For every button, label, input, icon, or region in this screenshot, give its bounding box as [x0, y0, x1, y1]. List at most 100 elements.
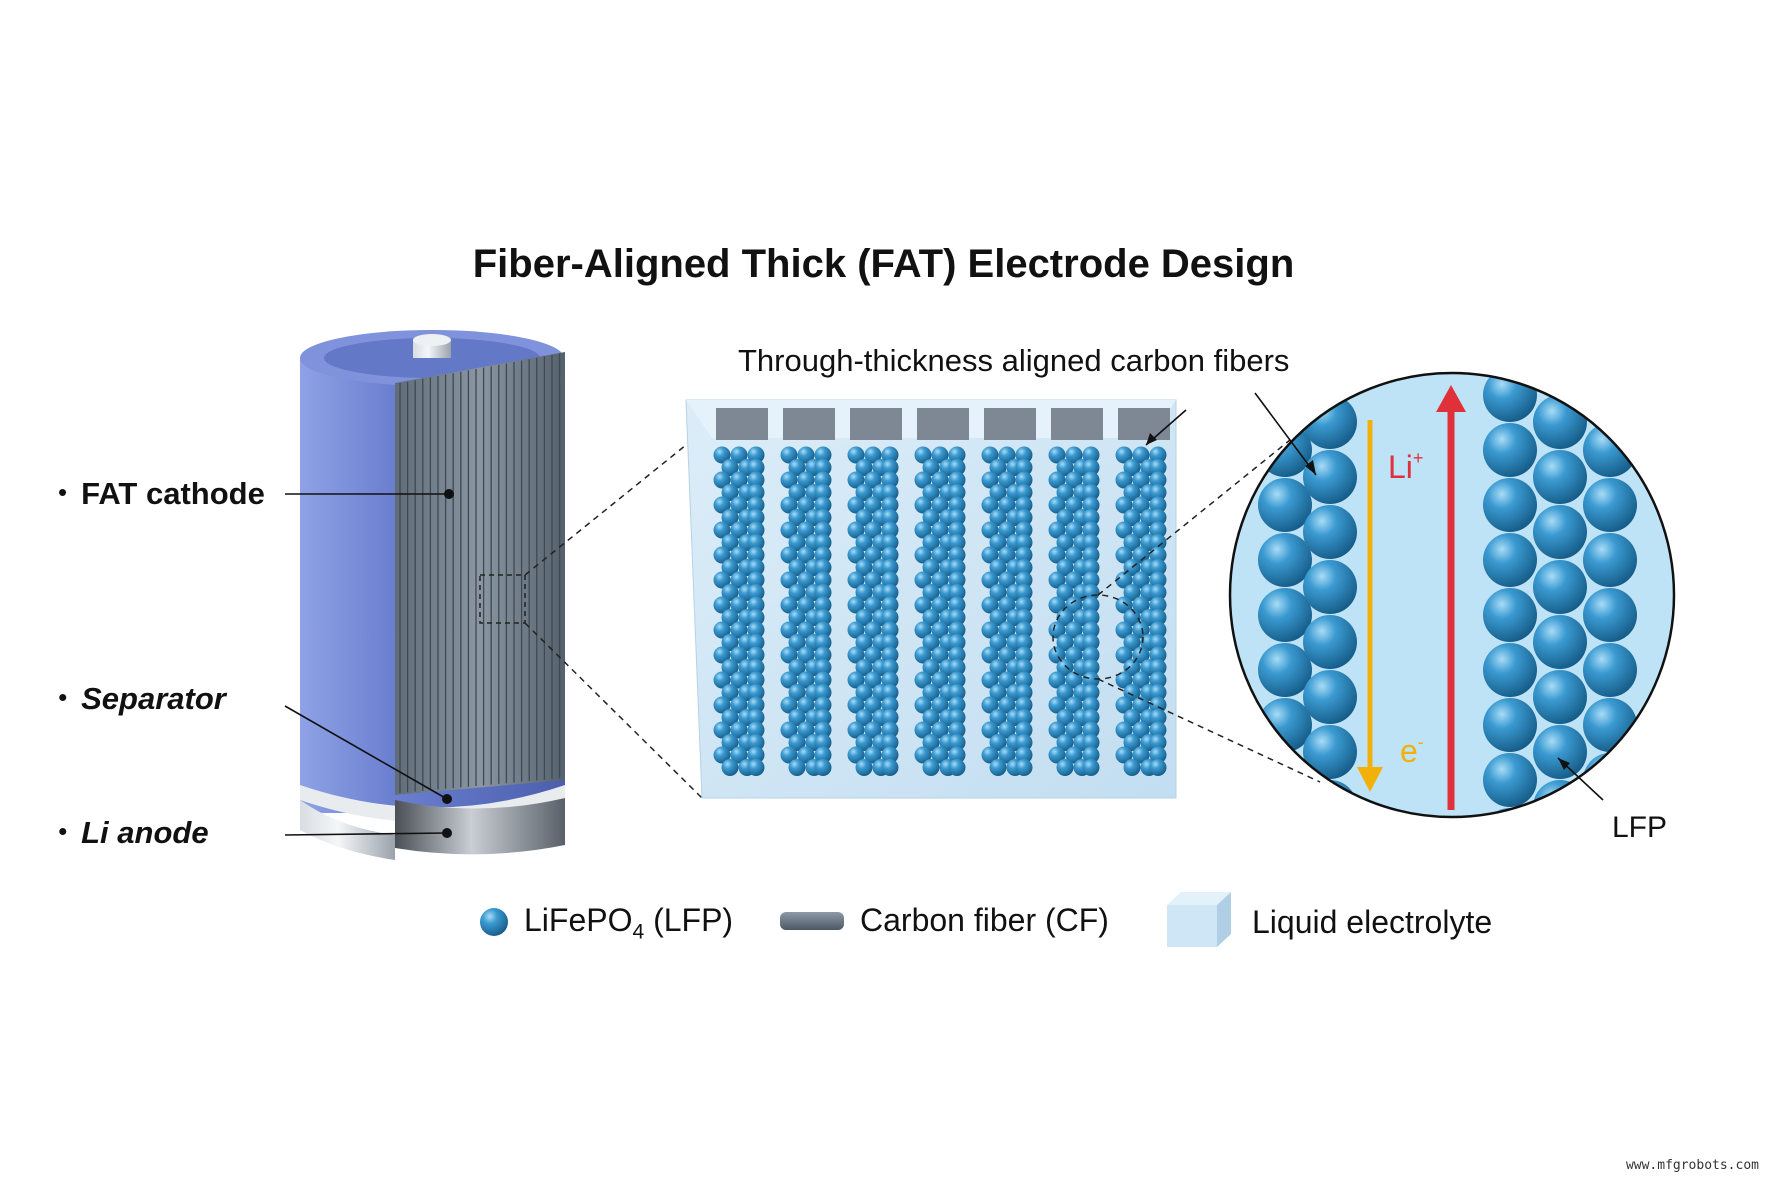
lfp-particle	[721, 509, 739, 526]
lfp-particle	[881, 484, 899, 501]
lfp-particle	[780, 721, 798, 739]
lfp-particle	[1082, 671, 1100, 689]
lfp-particle	[814, 496, 832, 514]
lfp-particle	[1115, 696, 1133, 714]
lfp-particle	[1123, 759, 1141, 776]
lfp-particle	[797, 621, 815, 639]
lfp-particle	[931, 621, 949, 639]
lfp-particle	[1132, 571, 1150, 589]
lfp-particle	[855, 534, 873, 551]
lfp-particle	[1082, 659, 1100, 676]
lfp-particle	[1149, 721, 1167, 739]
lfp-particle	[1115, 496, 1133, 514]
fiber-top	[850, 408, 902, 440]
lfp-particle	[1149, 484, 1167, 501]
lfp-particle	[948, 684, 966, 701]
lfp-particle	[788, 534, 806, 551]
lfp-particle	[1015, 571, 1033, 589]
fiber-column	[1115, 408, 1170, 776]
lfp-particle	[1115, 546, 1133, 564]
lfp-particle	[998, 721, 1016, 739]
lfp-particle	[922, 534, 940, 551]
lfp-particle	[1015, 759, 1033, 776]
lfp-particle	[914, 446, 932, 464]
lfp-particle	[814, 721, 832, 739]
fiber-column	[713, 408, 768, 776]
lfp-particle	[1015, 709, 1033, 726]
lfp-particle	[847, 571, 865, 589]
lfp-particle	[721, 759, 739, 776]
lfp-particle	[788, 609, 806, 626]
lfp-particle	[1056, 634, 1074, 651]
lfp-particle	[1123, 734, 1141, 751]
lfp-particle	[1048, 646, 1066, 664]
lfp-particle	[1149, 471, 1167, 489]
fiber-column	[914, 408, 969, 776]
lfp-particle	[948, 746, 966, 764]
lfp-particle	[981, 696, 999, 714]
lfp-particle	[1115, 521, 1133, 539]
lfp-particle	[747, 721, 765, 739]
lfp-particle	[914, 521, 932, 539]
lfp-particle	[998, 571, 1016, 589]
lfp-particle	[948, 759, 966, 776]
lfp-particle	[1149, 646, 1167, 664]
lfp-particle	[747, 596, 765, 614]
lfp-particle	[855, 709, 873, 726]
lfp-particle-zoom	[1533, 395, 1587, 449]
lfp-particle	[1149, 596, 1167, 614]
lfp-particle	[730, 621, 748, 639]
fiber-column	[981, 408, 1036, 776]
lfp-coated-fiber-columns	[713, 408, 1170, 776]
lfp-particle	[1015, 721, 1033, 739]
lfp-particle-zoom	[1483, 588, 1537, 642]
lfp-particle	[847, 446, 865, 464]
lfp-particle	[864, 471, 882, 489]
legend-carbon-fiber: Carbon fiber (CF)	[860, 902, 1109, 938]
lfp-particle-zoom	[1533, 615, 1587, 669]
lfp-particle	[1132, 446, 1150, 464]
lfp-particle	[814, 459, 832, 476]
lfp-particle	[814, 484, 832, 501]
lfp-particle	[989, 659, 1007, 676]
lfp-particle	[721, 459, 739, 476]
lfp-particle	[1132, 546, 1150, 564]
lfp-particle	[1082, 446, 1100, 464]
lfp-particle	[847, 621, 865, 639]
lfp-particle	[797, 471, 815, 489]
lfp-particle-zoom	[1258, 478, 1312, 532]
lfp-particle	[1082, 646, 1100, 664]
lfp-particle	[1015, 521, 1033, 539]
lfp-particle	[721, 734, 739, 751]
lfp-particle	[847, 696, 865, 714]
lfp-particle	[1056, 459, 1074, 476]
lfp-particle	[1149, 659, 1167, 676]
lfp-particle	[981, 596, 999, 614]
lfp-particle	[780, 696, 798, 714]
lfp-particle	[797, 446, 815, 464]
lfp-particle	[747, 509, 765, 526]
lfp-particle	[989, 709, 1007, 726]
lfp-particle	[1082, 471, 1100, 489]
lfp-particle-zoom	[1533, 505, 1587, 559]
watermark: www.mfgrobots.com	[1625, 1158, 1759, 1173]
lfp-particle	[1082, 584, 1100, 601]
lfp-particle	[847, 671, 865, 689]
lfp-particle	[989, 734, 1007, 751]
bullet: •	[58, 477, 68, 507]
lfp-particle	[797, 671, 815, 689]
lfp-particle	[1056, 759, 1074, 776]
lfp-particle	[1056, 584, 1074, 601]
zoomed-view: Li+ e-	[1228, 371, 1676, 819]
lfp-particle	[948, 671, 966, 689]
lfp-particle-zoom	[1533, 670, 1587, 724]
lfp-particle-zoom	[1583, 588, 1637, 642]
lfp-particle	[713, 646, 731, 664]
lfp-particle	[864, 446, 882, 464]
lfp-particle	[989, 584, 1007, 601]
lfp-particle	[1132, 746, 1150, 764]
lfp-particle	[1015, 584, 1033, 601]
lfp-particle	[747, 496, 765, 514]
lfp-particle	[1056, 659, 1074, 676]
lfp-particle	[914, 696, 932, 714]
